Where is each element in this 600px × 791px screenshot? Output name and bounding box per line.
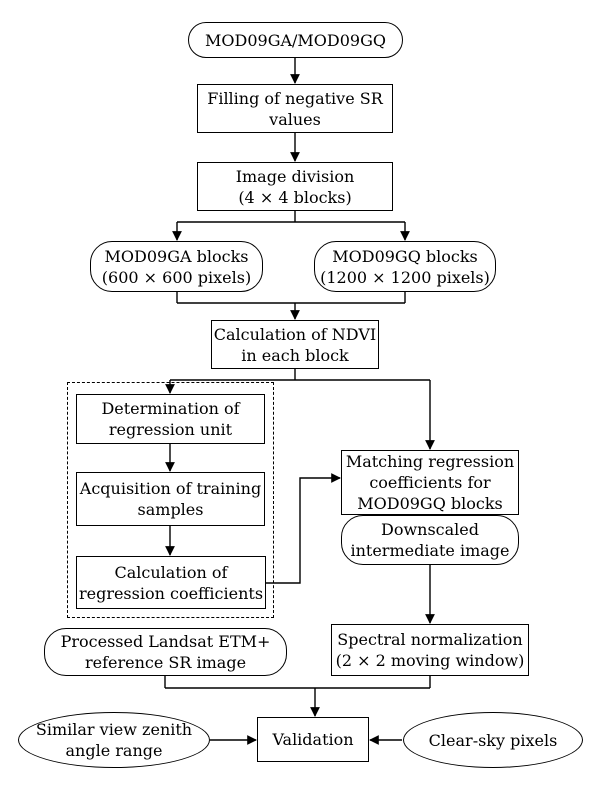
- node-image-division: Image division (4 × 4 blocks): [197, 162, 393, 211]
- node-similar-view-zenith: Similar view zenith angle range: [18, 712, 210, 768]
- node-clear-sky-pixels: Clear-sky pixels: [403, 712, 583, 768]
- node-determination-regression-unit: Determination of regression unit: [76, 394, 265, 444]
- node-mod09ga-blocks: MOD09GA blocks (600 × 600 pixels): [90, 241, 263, 292]
- node-mod09ga-mod09gq: MOD09GA/MOD09GQ: [188, 22, 403, 58]
- node-spectral-normalization: Spectral normalization (2 × 2 moving win…: [331, 624, 529, 676]
- arrow-coefficients-to-matching: [266, 473, 341, 584]
- node-validation: Validation: [257, 717, 369, 762]
- node-matching-regression-coefficients: Matching regression coefficients for MOD…: [341, 450, 519, 515]
- node-calculation-ndvi: Calculation of NDVI in each block: [211, 320, 379, 369]
- node-downscaled-intermediate-image: Downscaled intermediate image: [341, 515, 519, 565]
- regression-dashed-group: [67, 382, 274, 618]
- node-processed-landsat: Processed Landsat ETM+ reference SR imag…: [44, 628, 287, 676]
- node-mod09gq-blocks: MOD09GQ blocks (1200 × 1200 pixels): [314, 241, 496, 292]
- node-acquisition-training-samples: Acquisition of training samples: [76, 472, 265, 526]
- node-filling-negative-sr: Filling of negative SR values: [197, 84, 393, 133]
- node-calculation-regression-coefficients: Calculation of regression coefficients: [76, 556, 266, 609]
